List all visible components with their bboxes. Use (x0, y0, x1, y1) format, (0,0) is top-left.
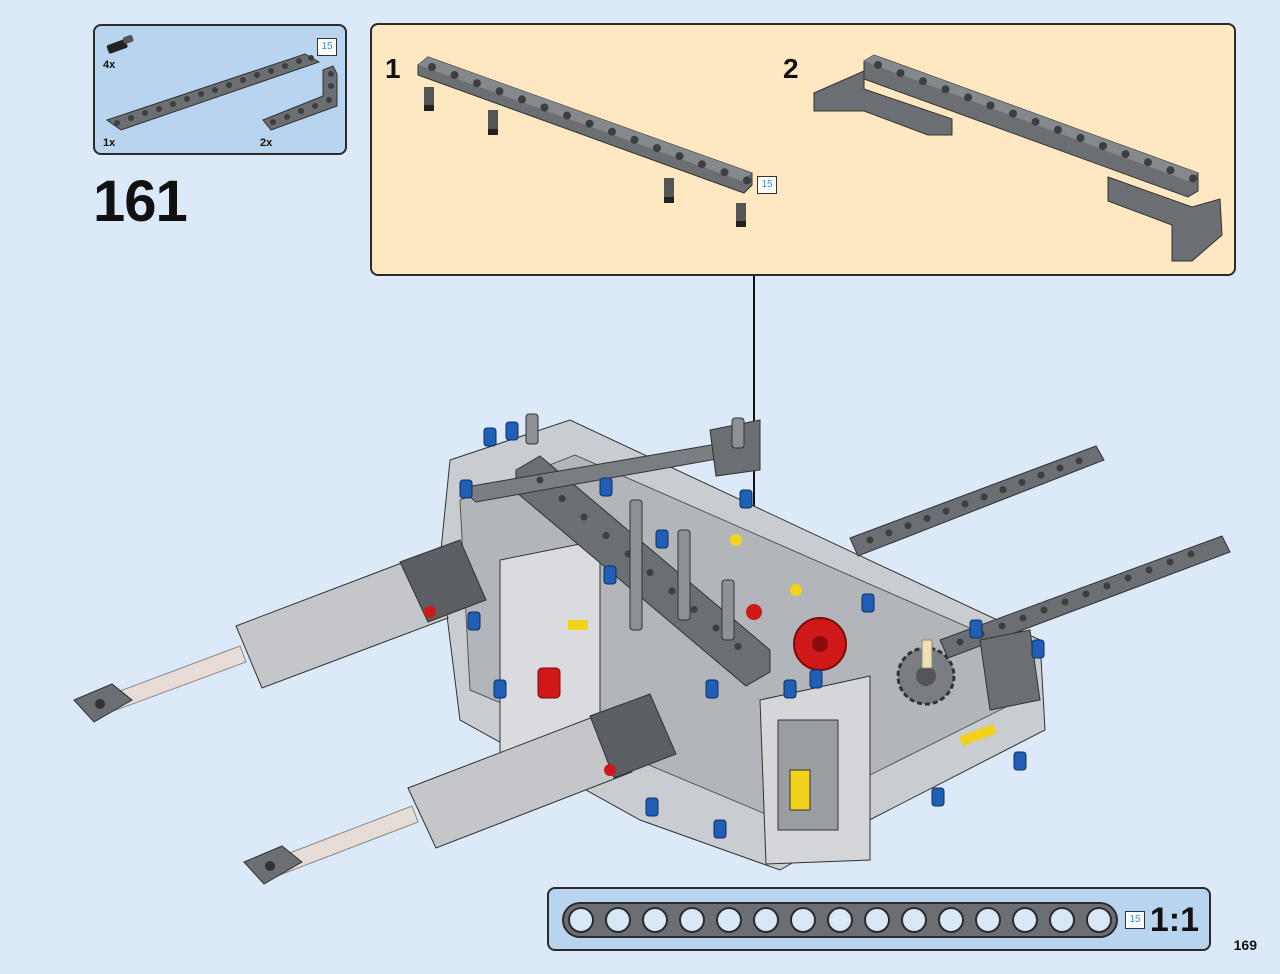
axle-pin-icon (106, 35, 134, 54)
beam-length-badge: 15 (317, 38, 337, 56)
beam-holes (536, 457, 1195, 650)
substep-2-assembly-illustration (813, 54, 1223, 262)
substep-1-length-badge: 15 (757, 176, 777, 194)
qty-axle-pin: 4x (103, 59, 116, 71)
ruler-hole (938, 907, 964, 933)
ruler-hole (975, 907, 1001, 933)
ruler-hole (790, 907, 816, 933)
ruler-hole (864, 907, 890, 933)
substep-1-number: 1 (385, 53, 401, 84)
ruler-hole (1012, 907, 1038, 933)
subassembly-callout: 1 2 15 (370, 23, 1236, 276)
gray-gear (896, 639, 956, 706)
ruler-hole (1086, 907, 1112, 933)
page-number: 169 (1233, 937, 1257, 953)
ruler-hole (753, 907, 779, 933)
ruler-hole (827, 907, 853, 933)
ruler-hole (605, 907, 631, 933)
ruler-hole (716, 907, 742, 933)
scale-label: 1:1 (1149, 901, 1199, 939)
ruler-hole (568, 907, 594, 933)
yellow-accents (568, 534, 997, 746)
cylinder-upper (73, 539, 487, 723)
red-gear (793, 617, 847, 671)
long-beam-icon (105, 53, 321, 131)
qty-long-beam: 1x (103, 137, 116, 149)
parts-illustration (105, 35, 338, 131)
l-beam-icon (262, 65, 338, 131)
ruler-hole (679, 907, 705, 933)
ruler-hole (901, 907, 927, 933)
red-connectors (424, 604, 762, 776)
qty-l-beam: 2x (260, 137, 273, 149)
substep-2-number: 2 (783, 53, 799, 84)
parts-list: 4x 1x 2x 15 (93, 24, 347, 155)
ruler-hole (642, 907, 668, 933)
vertical-axles (525, 413, 745, 641)
ruler-hole (1049, 907, 1075, 933)
callout-illustration (417, 54, 1223, 262)
beam-ruler (562, 902, 1118, 938)
substep-1-beam-illustration (417, 56, 753, 227)
ruler-length-badge: 15 (1125, 911, 1145, 929)
step-number: 161 (93, 169, 188, 234)
ruler-box: 15 1:1 (547, 887, 1211, 951)
blue-pins (459, 421, 1045, 839)
cylinder-lower (243, 693, 677, 885)
